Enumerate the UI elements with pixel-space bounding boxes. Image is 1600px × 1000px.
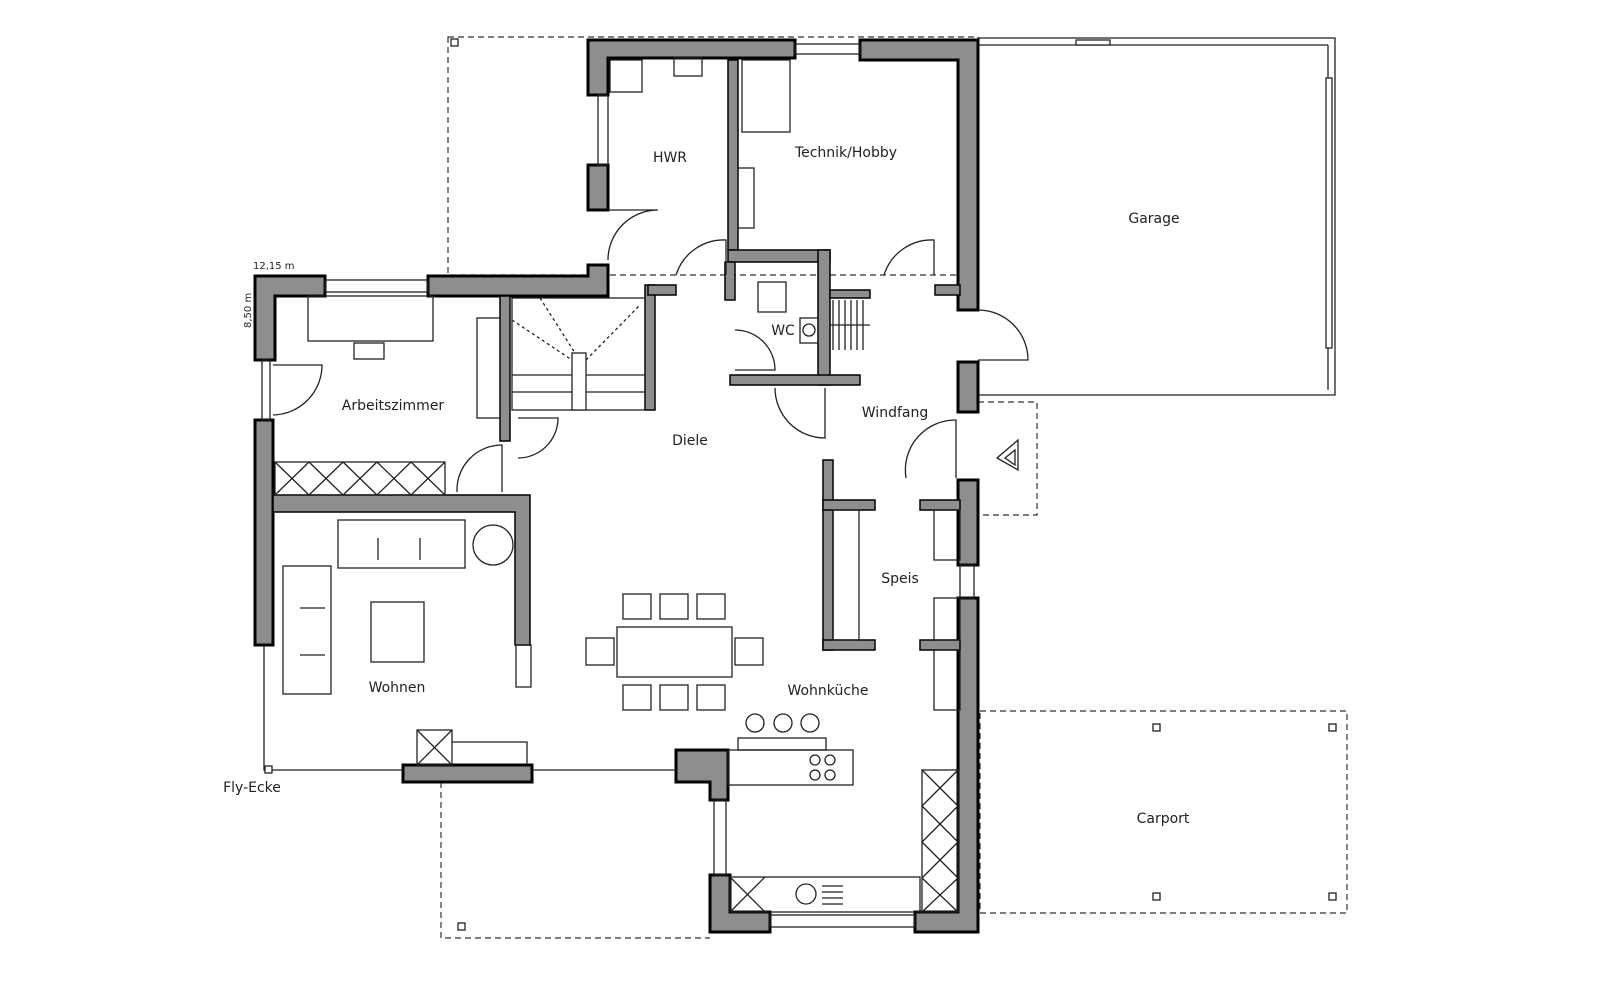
room-label-hwr: HWR <box>653 150 687 166</box>
furniture <box>274 57 961 913</box>
dashed-outlines <box>440 36 1348 939</box>
exterior-walls <box>253 38 980 934</box>
room-label-arbeitszimmer: Arbeitszimmer <box>342 398 445 414</box>
depth-dimension: 8,50 m <box>243 293 254 328</box>
room-label-speis: Speis <box>881 571 919 587</box>
room-label-wohnen: Wohnen <box>369 680 426 696</box>
room-label-diele: Diele <box>672 433 708 449</box>
room-label-windfang: Windfang <box>862 405 928 421</box>
windows <box>261 43 975 928</box>
room-labels: 12,15 m 8,50 m HWR Technik/Hobby Garage … <box>223 145 1190 827</box>
label-fly-ecke: Fly-Ecke <box>223 780 281 796</box>
interior-walls <box>272 59 961 651</box>
room-label-technik: Technik/Hobby <box>794 145 897 161</box>
room-label-carport: Carport <box>1137 811 1190 827</box>
garage-outline <box>978 37 1336 472</box>
room-label-wohnkueche: Wohnküche <box>787 683 868 699</box>
doors <box>272 209 1029 493</box>
room-label-wc: WC <box>771 323 795 339</box>
entrance-triangle-icon <box>995 438 1019 472</box>
width-dimension: 12,15 m <box>253 261 295 272</box>
room-label-garage: Garage <box>1128 211 1179 227</box>
staircase <box>511 297 646 411</box>
